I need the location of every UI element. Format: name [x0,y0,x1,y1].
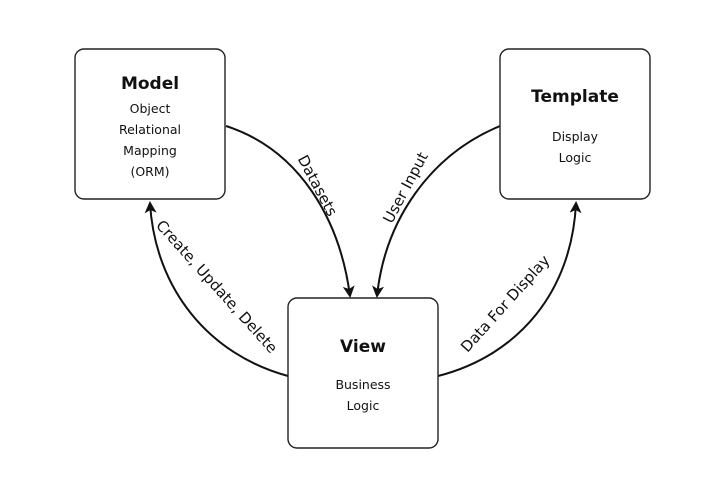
model-subtitle-line: Relational [119,122,181,137]
model-node: Model Object Relational Mapping (ORM) [74,48,226,200]
edge-label-create-update-delete: Create, Update, Delete [152,217,281,357]
model-box [74,48,226,200]
edge-view-to-model [144,201,289,377]
edge-model-to-view [225,125,355,298]
template-node: Template Display Logic [499,48,651,200]
view-subtitle-line: Business [335,377,390,392]
model-subtitle-line: Object [130,101,171,116]
edge-view-to-template [437,201,582,377]
model-subtitle-line: Mapping [123,143,177,158]
template-subtitle-line: Display [552,129,599,144]
template-title: Template [531,87,619,107]
edge-label-user-input: User Input [379,149,431,226]
edge-label-data-for-display: Data For Display [457,251,553,355]
model-title: Model [121,74,179,94]
view-box [287,297,439,449]
view-subtitle-line: Logic [347,398,380,413]
edge-label-datasets: Datasets [294,152,341,219]
model-subtitle-line: (ORM) [130,164,169,179]
view-title: View [340,337,386,357]
view-node: View Business Logic [287,297,439,449]
template-subtitle-line: Logic [559,150,592,165]
template-box [499,48,651,200]
edge-template-to-view [372,125,501,298]
